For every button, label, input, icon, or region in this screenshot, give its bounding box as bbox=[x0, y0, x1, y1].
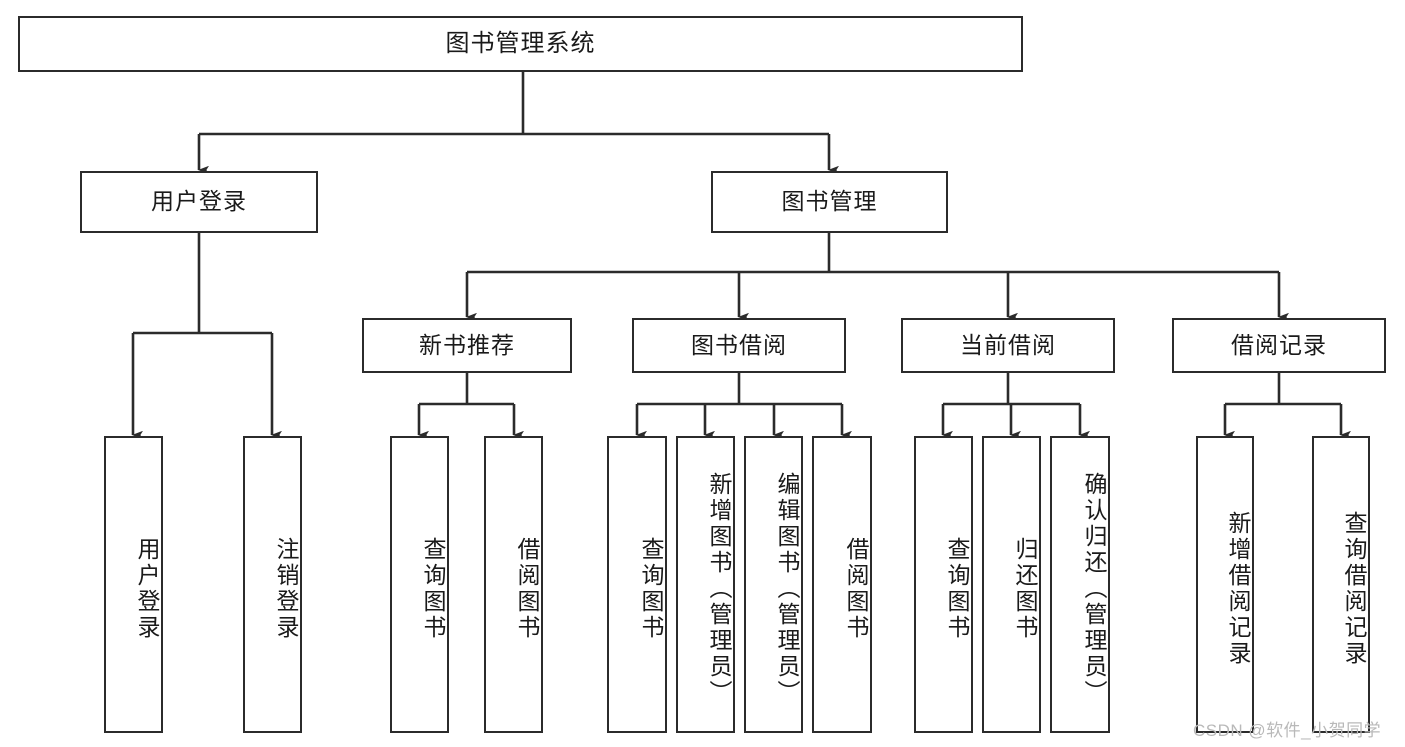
node-leaf_add_book[interactable]: 新增图书（管理员） bbox=[676, 436, 735, 733]
node-leaf_q_book_3[interactable]: 查询图书 bbox=[914, 436, 973, 733]
node-leaf_q_book_2[interactable]: 查询图书 bbox=[607, 436, 667, 733]
node-current_borrow[interactable]: 当前借阅 bbox=[901, 318, 1115, 373]
node-new_book_rec[interactable]: 新书推荐 bbox=[362, 318, 572, 373]
node-root[interactable]: 图书管理系统 bbox=[18, 16, 1023, 72]
node-leaf_edit_book[interactable]: 编辑图书（管理员） bbox=[744, 436, 803, 733]
node-leaf_b_book_1[interactable]: 借阅图书 bbox=[484, 436, 543, 733]
node-leaf_logout[interactable]: 注销登录 bbox=[243, 436, 302, 733]
node-borrow_record[interactable]: 借阅记录 bbox=[1172, 318, 1386, 373]
node-user_login[interactable]: 用户登录 bbox=[80, 171, 318, 233]
node-book_mgmt[interactable]: 图书管理 bbox=[711, 171, 948, 233]
node-leaf_user_login[interactable]: 用户登录 bbox=[104, 436, 163, 733]
node-leaf_b_book_2[interactable]: 借阅图书 bbox=[812, 436, 872, 733]
node-leaf_q_rec[interactable]: 查询借阅记录 bbox=[1312, 436, 1370, 733]
node-leaf_conf_ret[interactable]: 确认归还（管理员） bbox=[1050, 436, 1110, 733]
csdn-watermark: CSDN @软件_小贺同学 bbox=[1193, 721, 1382, 740]
node-leaf_q_book_1[interactable]: 查询图书 bbox=[390, 436, 449, 733]
node-leaf_add_rec[interactable]: 新增借阅记录 bbox=[1196, 436, 1254, 733]
node-leaf_return[interactable]: 归还图书 bbox=[982, 436, 1041, 733]
node-book_borrow[interactable]: 图书借阅 bbox=[632, 318, 846, 373]
